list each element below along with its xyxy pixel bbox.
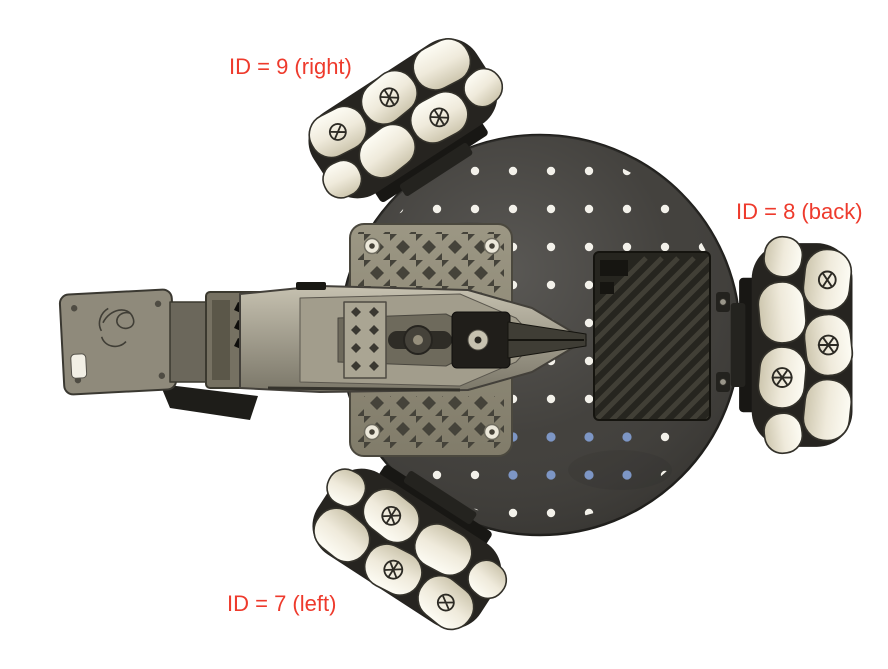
engraved-logo [98, 307, 135, 348]
end-effector-plate [58, 288, 178, 396]
wheel-8-back [731, 234, 855, 455]
annotation-wheel-9-right: ID = 9 (right) [229, 54, 352, 79]
electronics-module [593, 251, 711, 421]
elbow-joint [403, 325, 433, 355]
gripper [451, 311, 587, 369]
robot-arm [58, 282, 587, 420]
annotation-wheel-8-back: ID = 8 (back) [736, 199, 863, 224]
annotation-wheel-7-left: ID = 7 (left) [227, 591, 337, 616]
arm-diamond-bracket [343, 301, 387, 379]
edge-screws [716, 292, 730, 392]
plate-washers [363, 237, 501, 441]
